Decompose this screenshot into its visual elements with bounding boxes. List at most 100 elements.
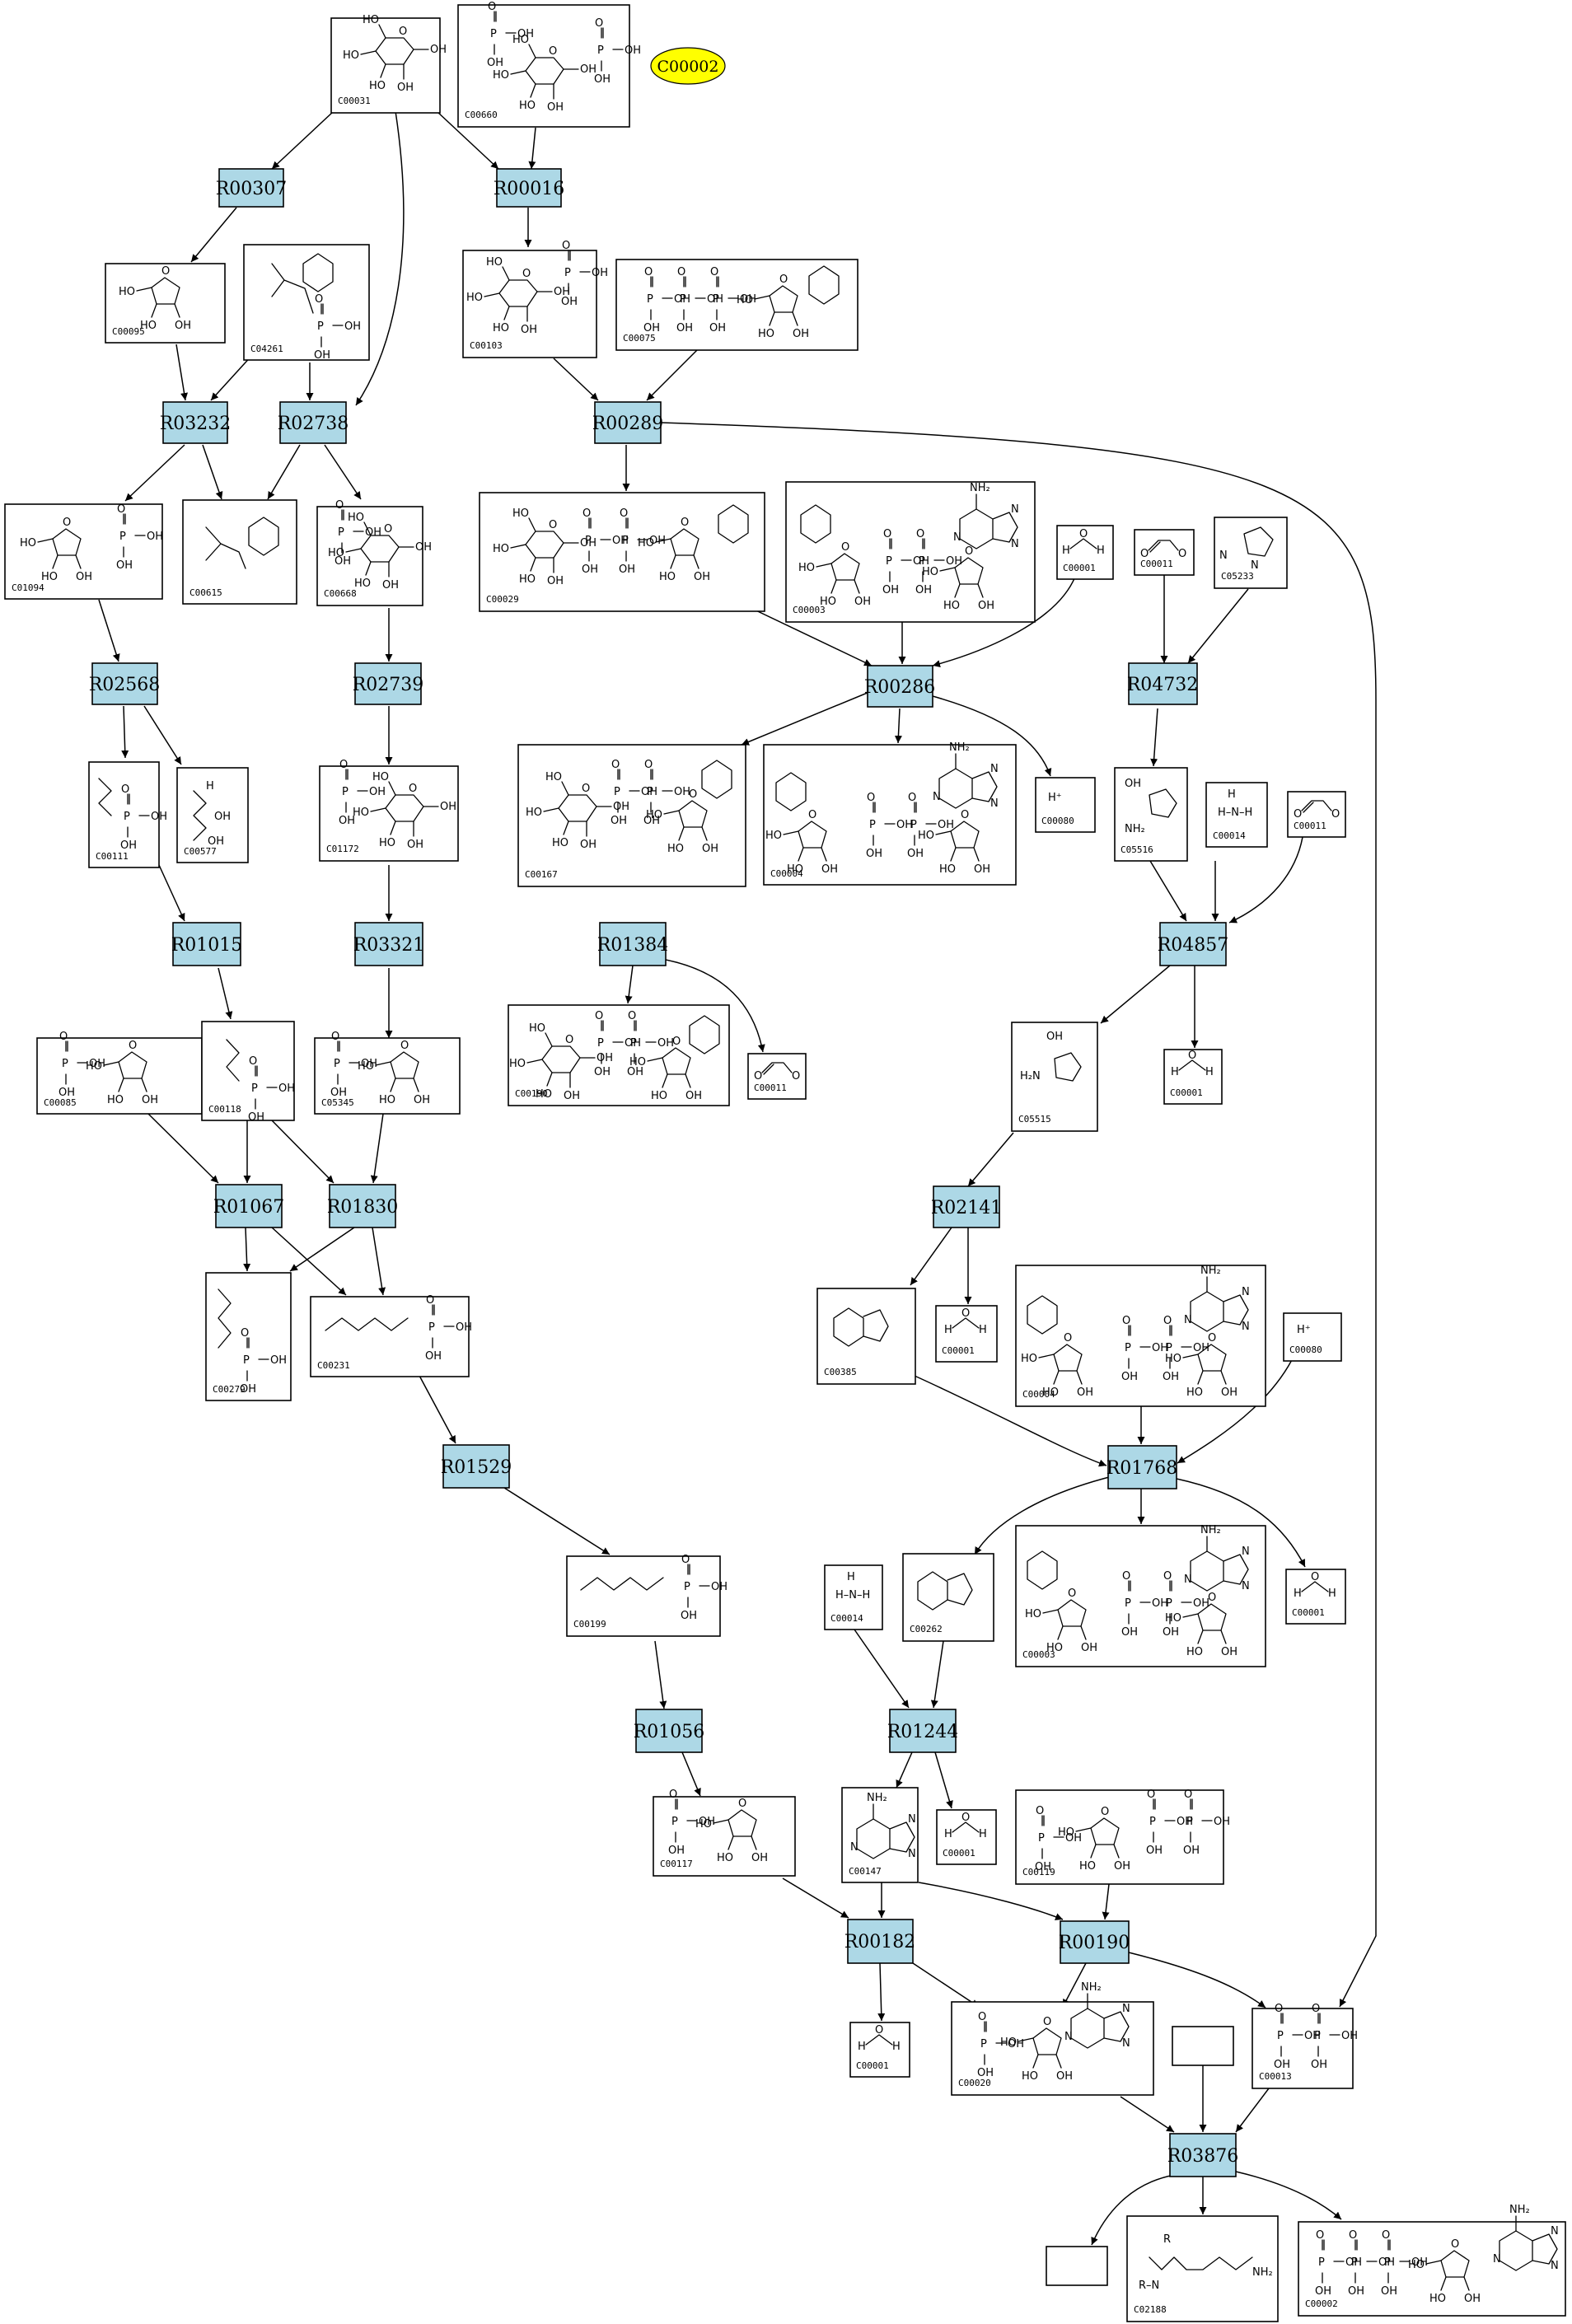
compound-C00190[interactable]: C00190 <box>508 1004 730 1106</box>
compound-C00001d[interactable]: C00001 <box>1285 1569 1346 1625</box>
compound-C00660[interactable]: C00660 <box>457 0 642 128</box>
reaction-label: R01384 <box>597 935 669 956</box>
compound-label: C00031 <box>338 96 371 106</box>
reaction-R00190[interactable]: R00190 <box>1059 1920 1130 1964</box>
reaction-label: R01015 <box>171 935 243 956</box>
compound-C00031[interactable]: C00031 <box>330 13 447 114</box>
compound-C00279[interactable]: C00279 <box>205 1272 292 1401</box>
compound-C00013[interactable]: C00013 <box>1252 2002 1359 2089</box>
compound-C01172[interactable]: C01172 <box>319 758 459 862</box>
compound-C00117[interactable]: C00117 <box>653 1788 796 1877</box>
reaction-label: R02141 <box>931 1198 1003 1218</box>
compound-C00103[interactable]: C00103 <box>462 239 609 358</box>
reaction-R00016[interactable]: R00016 <box>494 168 565 208</box>
compound-label: C00014 <box>830 1613 863 1624</box>
compound-C00003b[interactable]: C00003 <box>1015 1523 1266 1667</box>
reaction-label: R00307 <box>216 179 288 199</box>
compound-C00004b[interactable]: C00004 <box>1015 1264 1266 1407</box>
compound-C00001e[interactable]: C00001 <box>936 1809 997 1865</box>
compound-C00011b[interactable]: C00011 <box>1287 791 1346 838</box>
reaction-label: R02739 <box>353 675 424 695</box>
compound-C00199[interactable]: C00199 <box>566 1553 728 1637</box>
reaction-R01529[interactable]: R01529 <box>441 1444 512 1489</box>
reaction-label: R01244 <box>887 1722 959 1742</box>
compound-C00080b[interactable]: H⁺ C00080 <box>1283 1312 1342 1362</box>
compound-C00615[interactable]: C00615 <box>182 499 297 605</box>
svg-text:NH₂: NH₂ <box>1125 823 1145 835</box>
compound-C00001c[interactable]: C00001 <box>935 1305 998 1363</box>
compound-C00118[interactable]: C00118 <box>201 1021 296 1125</box>
reaction-R00182[interactable]: R00182 <box>844 1919 916 1964</box>
compound-C00002[interactable]: C00002 <box>1298 2203 1566 2317</box>
compound-C00119[interactable]: C00119 <box>1015 1788 1231 1885</box>
compound-C00001b[interactable]: C00001 <box>1163 1049 1223 1105</box>
compound-C05515[interactable]: OH H₂N C05515 <box>1011 1022 1098 1132</box>
reaction-R01244[interactable]: R01244 <box>887 1709 959 1753</box>
reaction-label: R01067 <box>213 1197 285 1218</box>
reaction-R00307[interactable]: R00307 <box>216 168 288 208</box>
reaction-R01830[interactable]: R01830 <box>327 1184 399 1228</box>
compound-C04261[interactable]: C04261 <box>243 244 370 362</box>
compound-C00668[interactable]: C00668 <box>316 498 433 606</box>
reaction-R03232[interactable]: R03232 <box>160 401 232 444</box>
reaction-R03876[interactable]: R03876 <box>1167 2133 1239 2177</box>
compound-C00111[interactable]: C00111 <box>88 761 168 868</box>
compound-C00231[interactable]: C00231 <box>310 1293 473 1377</box>
compound-C00147[interactable]: C00147 <box>841 1787 919 1883</box>
compound-empty-1[interactable] <box>1172 2026 1234 2066</box>
reaction-R01384[interactable]: R01384 <box>597 922 669 966</box>
compound-C00262[interactable]: C00262 <box>902 1553 994 1642</box>
compound-C00001f[interactable]: C00001 <box>849 2022 910 2078</box>
compound-C00014[interactable]: H H–N–H C00014 <box>1205 782 1268 848</box>
compound-C00577[interactable]: H OH OH C00577 <box>176 767 249 863</box>
compound-label: C05515 <box>1018 1114 1051 1125</box>
compound-C00014b[interactable]: H H–N–H C00014 <box>824 1564 883 1630</box>
reaction-R04732[interactable]: R04732 <box>1127 662 1199 705</box>
reaction-R01056[interactable]: R01056 <box>634 1709 705 1753</box>
reaction-R01067[interactable]: R01067 <box>213 1184 285 1228</box>
reaction-R02738[interactable]: R02738 <box>278 401 349 444</box>
compound-C02188[interactable]: R R–N NH₂ C02188 <box>1126 2215 1279 2322</box>
reaction-R02141[interactable]: R02141 <box>931 1185 1003 1228</box>
reaction-label: R01056 <box>634 1722 705 1742</box>
reaction-R01015[interactable]: R01015 <box>171 922 243 966</box>
compound-C00029[interactable]: C00029 <box>479 492 765 612</box>
compound-C00011[interactable]: C00011 <box>1134 529 1195 576</box>
reaction-R04857[interactable]: R04857 <box>1158 922 1229 966</box>
compound-label: C00147 <box>849 1866 882 1877</box>
reaction-R02568[interactable]: R02568 <box>89 662 161 705</box>
compound-C00011c[interactable]: C00011 <box>747 1053 807 1100</box>
compound-label: C00001 <box>1292 1607 1325 1618</box>
highlighted-compound[interactable]: C00002 <box>650 47 726 85</box>
compound-C05345[interactable]: C05345 <box>314 1030 461 1115</box>
svg-text:NH₂: NH₂ <box>1252 2266 1273 2279</box>
compound-C01094[interactable]: C01094 <box>4 503 164 600</box>
reaction-R01768[interactable]: R01768 <box>1106 1445 1178 1489</box>
reaction-R03321[interactable]: R03321 <box>353 922 425 966</box>
reaction-R00286[interactable]: R00286 <box>864 665 936 708</box>
compound-label: C00085 <box>44 1097 77 1108</box>
compound-C00001[interactable]: C00001 <box>1056 525 1114 580</box>
compound-label: C00003 <box>1022 1649 1055 1660</box>
compound-C00020[interactable]: C00020 <box>951 1980 1154 2096</box>
compound-C00004[interactable]: C00004 <box>763 741 1017 886</box>
compound-C05516[interactable]: OH NH₂ C05516 <box>1114 767 1188 862</box>
reaction-label: R01830 <box>327 1197 399 1218</box>
compound-C00385[interactable]: C00385 <box>816 1288 916 1385</box>
compound-C00085[interactable]: C00085 <box>36 1030 203 1115</box>
compound-label: C00080 <box>1041 816 1074 826</box>
reaction-R02739[interactable]: R02739 <box>353 662 424 705</box>
reaction-R00289[interactable]: R00289 <box>592 401 664 444</box>
svg-text:H⁺: H⁺ <box>1297 1324 1311 1336</box>
compound-label: C00117 <box>660 1859 693 1869</box>
compound-C00075[interactable]: C00075 <box>615 259 859 351</box>
compound-C00095[interactable]: C00095 <box>105 263 226 344</box>
compound-C00003[interactable]: C00003 <box>785 481 1036 623</box>
compound-C00167[interactable]: C00167 <box>517 744 746 887</box>
reaction-label: R00289 <box>592 414 664 434</box>
compound-C05233[interactable]: N N C05233 <box>1214 517 1288 589</box>
compound-empty-2[interactable] <box>1046 2246 1108 2286</box>
compound-label: C00001 <box>1063 563 1096 573</box>
compound-C00080[interactable]: H⁺ C00080 <box>1035 777 1096 833</box>
